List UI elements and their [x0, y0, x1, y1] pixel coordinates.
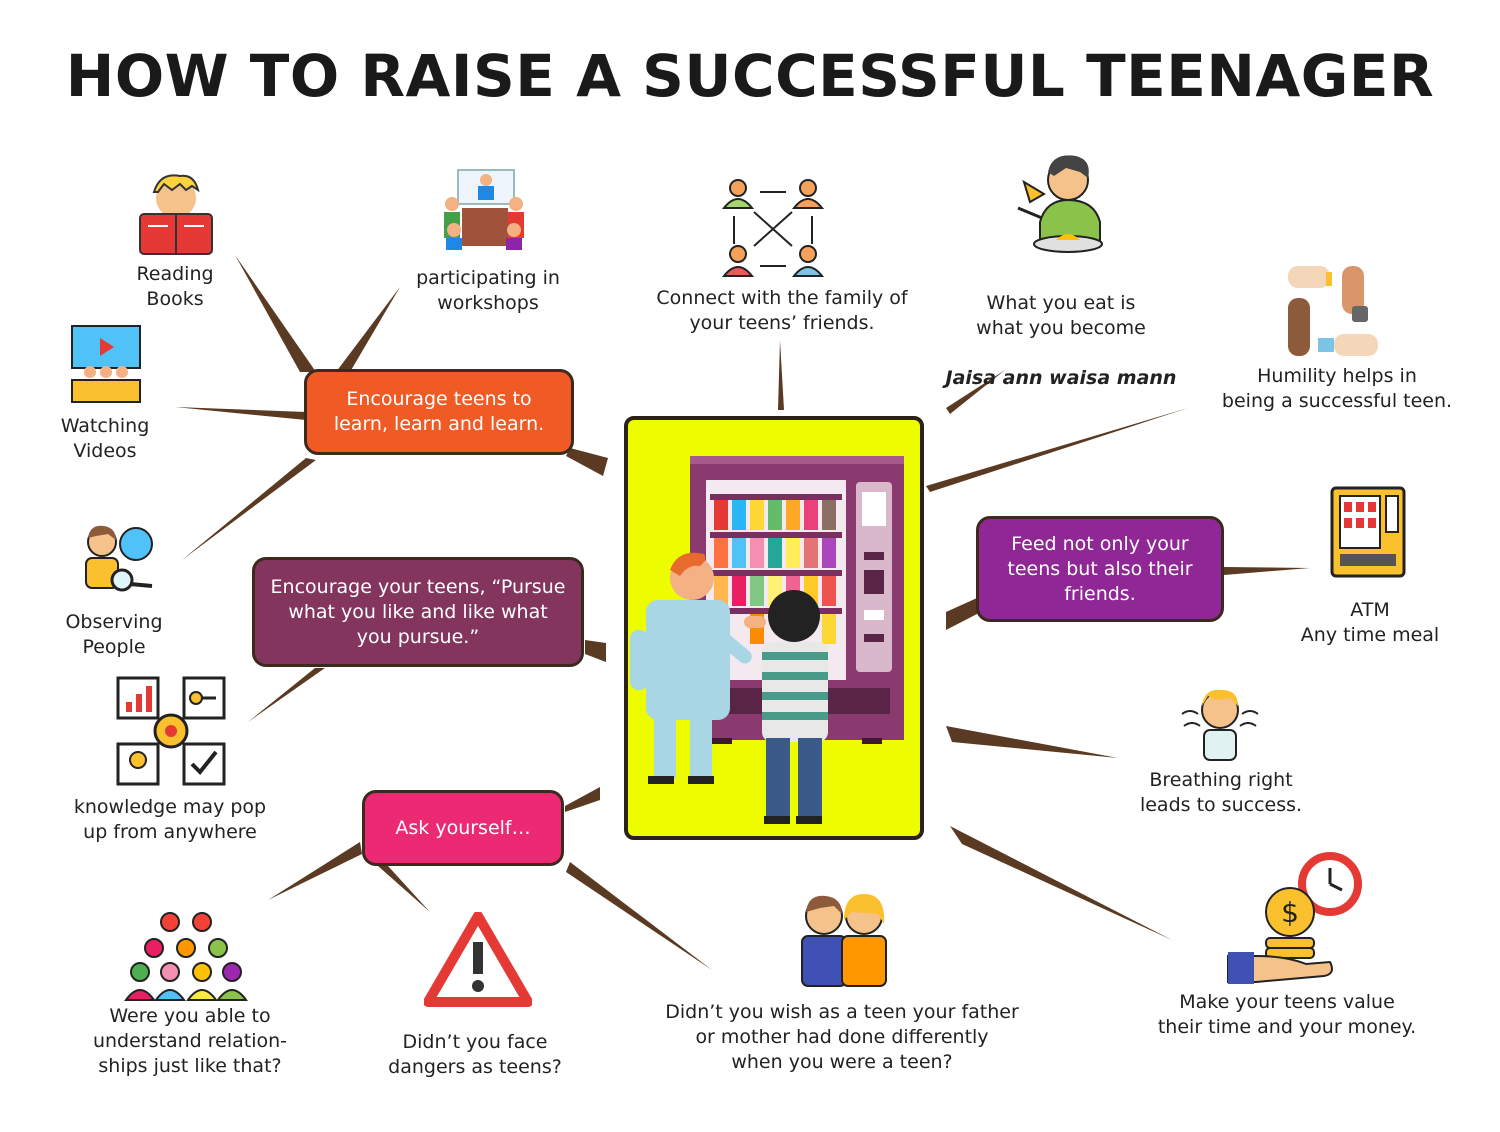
- time-money-icon: $: [1227, 852, 1362, 984]
- man-eating-icon: [1017, 155, 1103, 253]
- connector: [946, 370, 1005, 414]
- connector: [1224, 567, 1310, 575]
- breathing-man-icon: [1181, 689, 1259, 761]
- network-people-icon: [721, 179, 825, 277]
- pill-pursue: Encourage your teens, “Pursue what you l…: [252, 557, 584, 667]
- page-title: HOW TO RAISE A SUCCESSFUL TEENAGER: [65, 42, 1435, 110]
- connector: [336, 287, 400, 372]
- label-relationships: Were you able to understand relation- sh…: [92, 1005, 288, 1077]
- label-workshops: participating in workshops: [416, 267, 560, 314]
- vending-machine-scene-icon: [630, 456, 904, 824]
- vending-machine-icon: [1330, 486, 1406, 578]
- connector: [268, 842, 362, 900]
- crowd-icon: [124, 912, 248, 1001]
- label-dangers: Didn’t you face dangers as teens?: [388, 1031, 562, 1078]
- video-audience-icon: [71, 325, 141, 403]
- label-knowledge: knowledge may pop up from anywhere: [73, 796, 267, 843]
- workshop-meeting-icon: [444, 169, 524, 250]
- joined-hands-icon: [1288, 266, 1378, 356]
- label-time-money: Make your teens value their time and you…: [1157, 991, 1417, 1038]
- svg-text:$: $: [1281, 896, 1299, 929]
- eat-emphasis: Jaisa ann waisa mann: [945, 367, 1177, 389]
- knowledge-gear-icon: [116, 676, 226, 786]
- connector: [566, 448, 608, 476]
- connector: [566, 862, 712, 970]
- connector: [175, 407, 306, 420]
- label-wish: Didn’t you wish as a teen your father or…: [665, 1001, 1019, 1073]
- label-videos: Watching Videos: [60, 415, 150, 462]
- connector: [378, 866, 430, 912]
- center-panel: [624, 416, 924, 840]
- pill-learn: Encourage teens to learn, learn and lear…: [304, 369, 574, 455]
- connector: [235, 255, 316, 372]
- label-observing: Observing People: [65, 611, 163, 658]
- connector: [946, 598, 977, 630]
- label-eat: What you eat is what you become Jaisa an…: [930, 266, 1192, 416]
- label-humility: Humility helps in being a successful tee…: [1221, 365, 1453, 412]
- label-reading: Reading Books: [136, 263, 214, 310]
- eat-text: What you eat is what you become: [976, 292, 1146, 339]
- connector: [950, 826, 1172, 940]
- pill-feed: Feed not only your teens but also their …: [976, 516, 1224, 622]
- pill-ask: Ask yourself…: [362, 790, 564, 866]
- label-atm: ATM Any time meal: [1300, 599, 1440, 646]
- connector: [565, 787, 600, 812]
- connector: [182, 458, 316, 560]
- label-breathing: Breathing right leads to success.: [1139, 769, 1303, 816]
- label-connect: Connect with the family of your teens’ f…: [656, 287, 908, 334]
- connector: [926, 408, 1188, 492]
- parents-icon: [801, 894, 887, 987]
- connector: [248, 668, 325, 722]
- connector: [778, 340, 784, 410]
- observer-magnifier-icon: [85, 525, 153, 592]
- warning-triangle-icon: [424, 912, 532, 1007]
- connector: [585, 640, 606, 662]
- reading-boy-icon: [139, 174, 213, 255]
- connector: [946, 726, 1118, 758]
